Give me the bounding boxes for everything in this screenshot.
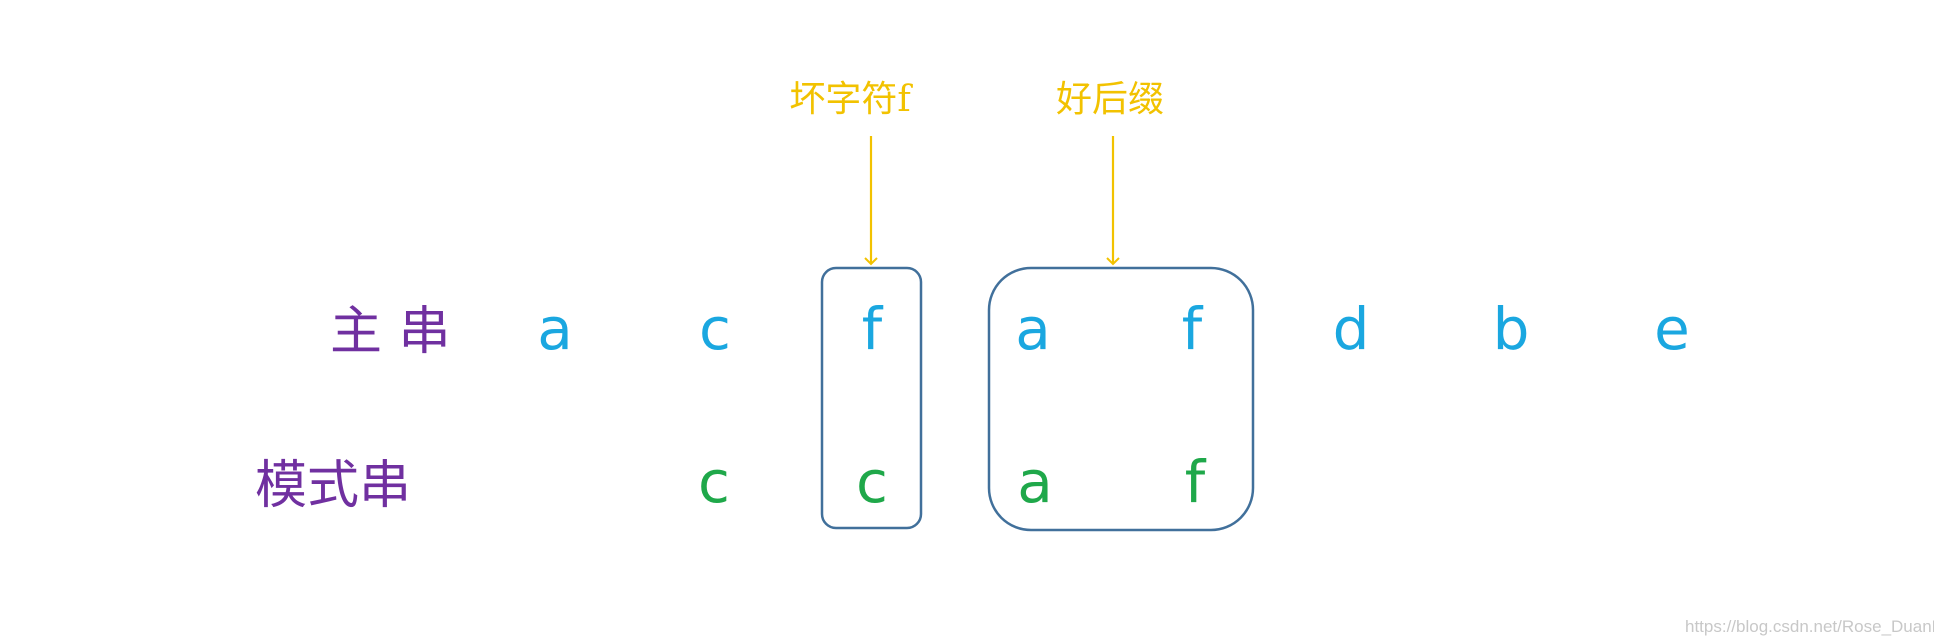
main-char: f (1181, 295, 1203, 363)
main-char: a (537, 295, 573, 363)
good-suffix-box (987, 266, 1255, 532)
pattern-char: c (698, 448, 730, 516)
pattern-string-label: 模式串 (255, 456, 412, 516)
main-char: a (1015, 295, 1051, 363)
bad-character-box (820, 266, 923, 530)
watermark-text: https://blog.csdn.net/Rose_DuanM (1685, 617, 1934, 636)
pattern-char: a (1017, 448, 1053, 516)
pattern-char: f (1184, 448, 1206, 516)
main-char: d (1332, 295, 1370, 363)
main-char: f (861, 295, 883, 363)
good-suffix-annotation: 好后缀 (1055, 79, 1165, 120)
pattern-char: c (856, 448, 888, 516)
main-char: b (1492, 295, 1530, 363)
main-char: c (699, 295, 731, 363)
main-string-label: 主 串 (330, 302, 451, 362)
main-char: e (1654, 295, 1690, 363)
bad-character-annotation: 坏字符f (789, 79, 911, 120)
